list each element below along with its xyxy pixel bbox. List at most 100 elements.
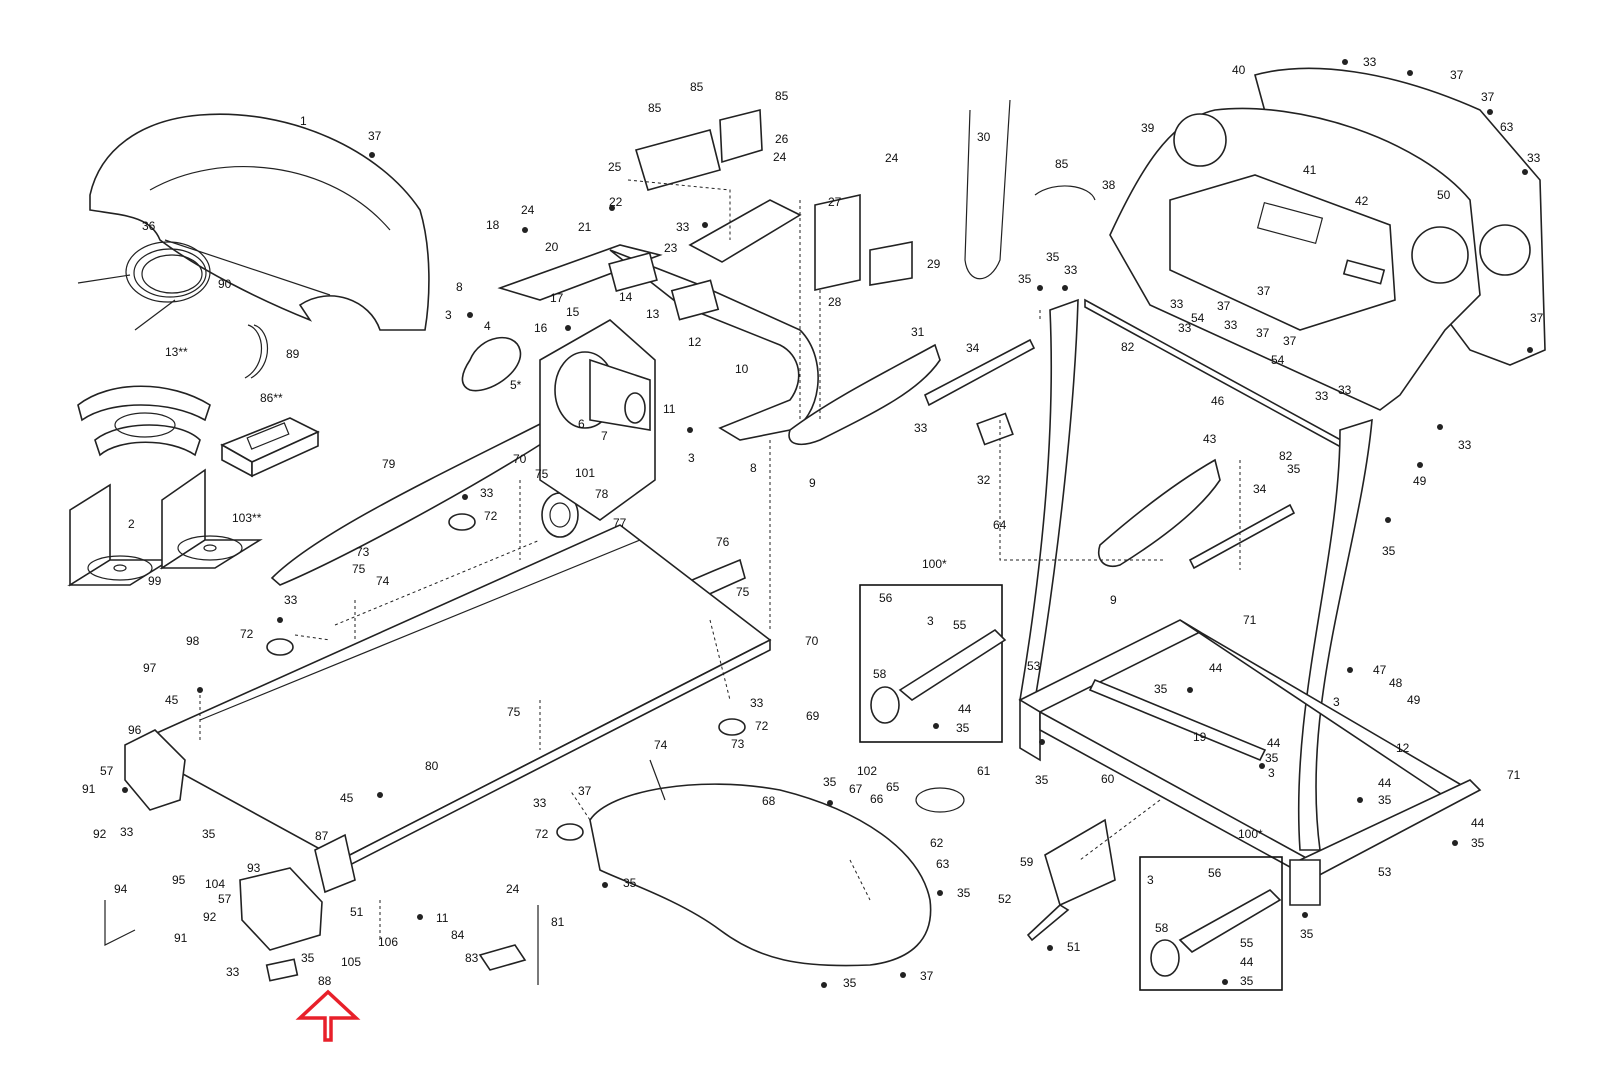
- callout-73: 73: [731, 737, 745, 751]
- callout-37: 37: [1217, 299, 1231, 313]
- upright-left-64: [1019, 298, 1079, 701]
- callout-84: 84: [451, 928, 465, 942]
- callout-33: 33: [1458, 438, 1472, 452]
- mount-plate-23: [688, 199, 802, 263]
- callout-78: 78: [595, 487, 609, 501]
- callout-10: 10: [735, 362, 749, 376]
- callout-24: 24: [885, 151, 899, 165]
- callout-28: 28: [828, 295, 842, 309]
- callout-4: 4: [484, 319, 491, 333]
- cd-case-103: [159, 468, 263, 570]
- callout-45: 45: [340, 791, 354, 805]
- callout-57: 57: [218, 892, 232, 906]
- pivot-32: [976, 412, 1014, 446]
- callout-6: 6: [578, 417, 585, 431]
- callout-99: 99: [148, 574, 162, 588]
- callout-75: 75: [507, 705, 521, 719]
- callout-92: 92: [93, 827, 107, 841]
- callout-63: 63: [1500, 120, 1514, 134]
- callout-41: 41: [1303, 163, 1317, 177]
- callout-12: 12: [1396, 741, 1410, 755]
- callout-36: 36: [142, 219, 156, 233]
- callout-72: 72: [755, 719, 769, 733]
- callout-98: 98: [186, 634, 200, 648]
- power-cord-61: [915, 787, 965, 813]
- callout-53: 53: [1378, 865, 1392, 879]
- callout-35: 35: [1471, 836, 1485, 850]
- bracket-29: [869, 241, 913, 286]
- bracket-83: [478, 944, 527, 971]
- display-42: [1342, 259, 1386, 285]
- callout-82: 82: [1279, 449, 1293, 463]
- callout-13: 13: [646, 307, 660, 321]
- callout-43: 43: [1203, 432, 1217, 446]
- callout-34: 34: [966, 341, 980, 355]
- callout-33: 33: [284, 593, 298, 607]
- callout-56: 56: [1208, 866, 1222, 880]
- callout-103: 103**: [232, 511, 262, 525]
- callout-11: 11: [436, 911, 449, 925]
- callout-54: 54: [1271, 353, 1285, 367]
- callout-73: 73: [356, 545, 370, 559]
- callout-35: 35: [301, 951, 315, 965]
- fasteners: [122, 59, 1533, 988]
- callout-37: 37: [1450, 68, 1464, 82]
- callout-44: 44: [958, 702, 972, 716]
- callout-11: 11: [663, 402, 676, 416]
- callout-32: 32: [977, 473, 991, 487]
- callout-44: 44: [1240, 955, 1254, 969]
- callout-24: 24: [773, 150, 787, 164]
- callout-33: 33: [1315, 389, 1329, 403]
- wire-89: [244, 324, 262, 379]
- callout-46: 46: [1211, 394, 1225, 408]
- callout-63: 63: [936, 857, 950, 871]
- handrail-cover-43: [1098, 458, 1221, 567]
- callout-33: 33: [226, 965, 240, 979]
- cd-case-2: [67, 483, 173, 587]
- motor-assembly-5: [539, 319, 656, 521]
- callout-9: 9: [1110, 593, 1117, 607]
- callout-39: 39: [1141, 121, 1155, 135]
- wrench-94: [104, 900, 136, 946]
- arrow-up-icon: [295, 989, 361, 1042]
- callout-27: 27: [828, 195, 842, 209]
- callout-71: 71: [1243, 613, 1257, 627]
- callout-104: 104: [205, 877, 225, 891]
- callout-72: 72: [484, 509, 498, 523]
- callout-35: 35: [1300, 927, 1314, 941]
- callout-101: 101: [575, 466, 595, 480]
- callout-88: 88: [318, 974, 332, 988]
- callout-100: 100*: [1238, 827, 1263, 841]
- callout-96: 96: [128, 723, 142, 737]
- callout-3: 3: [1268, 766, 1275, 780]
- incline-motor-59: [1026, 818, 1116, 942]
- callout-3: 3: [688, 451, 695, 465]
- callout-59: 59: [1020, 855, 1034, 869]
- base-frame: [1018, 619, 1482, 906]
- callout-67: 67: [849, 782, 863, 796]
- callout-83: 83: [465, 951, 479, 965]
- callout-35: 35: [1046, 250, 1060, 264]
- callout-23: 23: [664, 241, 678, 255]
- callout-35: 35: [202, 827, 216, 841]
- handrail-cover-31: [788, 343, 941, 446]
- callout-75: 75: [352, 562, 366, 576]
- callout-75: 75: [736, 585, 750, 599]
- callout-35: 35: [1287, 462, 1301, 476]
- callout-33: 33: [1363, 55, 1377, 69]
- callout-3: 3: [927, 614, 934, 628]
- callout-7: 7: [601, 429, 608, 443]
- callout-14: 14: [619, 290, 633, 304]
- callout-18: 18: [486, 218, 500, 232]
- callout-12: 12: [688, 335, 702, 349]
- callout-100: 100*: [922, 557, 947, 571]
- callout-58: 58: [873, 667, 887, 681]
- callout-35: 35: [1035, 773, 1049, 787]
- callout-52: 52: [998, 892, 1012, 906]
- callout-33: 33: [1178, 321, 1192, 335]
- callout-35: 35: [823, 775, 837, 789]
- callout-35: 35: [957, 886, 971, 900]
- video-cassette-86: [220, 417, 320, 478]
- callout-77: 77: [613, 516, 627, 530]
